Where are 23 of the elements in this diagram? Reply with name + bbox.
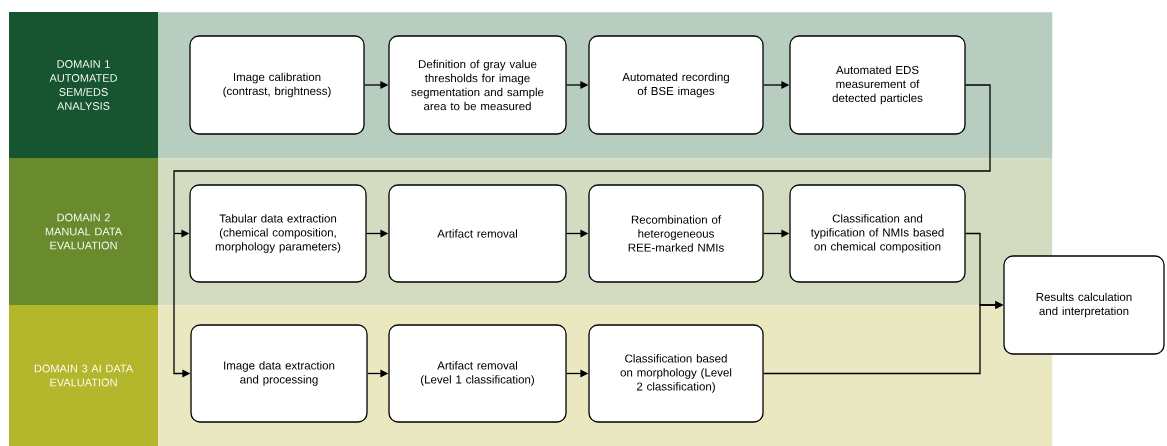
process-box: Results calculation and interpretation bbox=[1003, 255, 1165, 355]
process-box: Classification and typification of NMIs based on chemical composition bbox=[789, 184, 966, 283]
process-box: Artifact removal bbox=[388, 184, 567, 283]
process-box: Definition of gray value thresholds for image segmentation and sample area to be measured bbox=[388, 35, 567, 135]
arrow bbox=[763, 301, 1004, 375]
process-box: Tabular data extraction (chemical composition, morphology parameters) bbox=[189, 184, 367, 283]
process-box: Recombination of heterogeneous REE-marked NMIs bbox=[588, 184, 764, 283]
process-box: Image data extraction and processing bbox=[190, 324, 368, 423]
arrow bbox=[173, 232, 191, 378]
arrow bbox=[566, 369, 589, 378]
arrow bbox=[763, 229, 790, 238]
process-box: Artifact removal (Level 1 classification) bbox=[388, 324, 567, 423]
process-box: Automated recording of BSE images bbox=[588, 35, 764, 135]
process-box: Image calibration (contrast, brightness) bbox=[189, 35, 365, 135]
process-box: Automated EDS measurement of detected particles bbox=[789, 35, 966, 135]
arrow bbox=[566, 81, 589, 89]
arrow bbox=[366, 229, 389, 238]
process-box: Classification based on morphology (Level 2 classification) bbox=[588, 324, 764, 423]
arrow bbox=[364, 81, 389, 89]
arrow bbox=[367, 369, 389, 378]
arrow bbox=[566, 229, 589, 238]
arrow bbox=[763, 81, 790, 89]
arrow bbox=[173, 229, 190, 238]
